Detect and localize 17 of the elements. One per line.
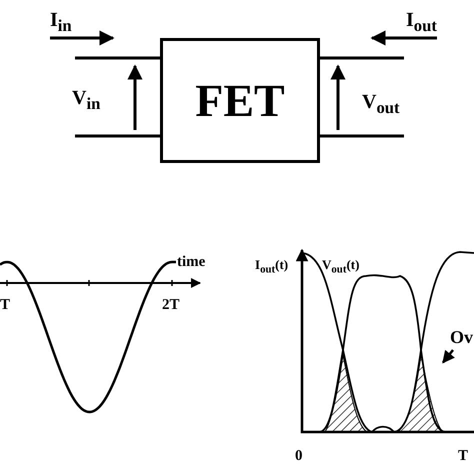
current-label: I$_{in}$ — [50, 10, 72, 35]
tick-label: T — [0, 298, 10, 313]
axis-label: I$_{out}$(t) — [255, 258, 288, 276]
axis-label: time — [177, 255, 206, 270]
tick-label: 0 — [295, 449, 302, 464]
leader-arrow — [442, 349, 455, 364]
axis-label: V$_{out}$(t) — [322, 258, 360, 276]
current-label: I$_{out}$ — [406, 10, 437, 35]
callout-label: Ov — [450, 328, 474, 346]
tick-label: T — [458, 449, 468, 464]
box-title: FET — [195, 78, 285, 124]
hatched-area — [398, 354, 444, 432]
hatched-area — [324, 354, 368, 432]
voltage-label: V$_{in}$ — [72, 88, 100, 113]
tick-label: 2T — [162, 298, 180, 313]
fet-box — [160, 38, 320, 163]
voltage-label: V$_{out}$ — [362, 92, 400, 117]
